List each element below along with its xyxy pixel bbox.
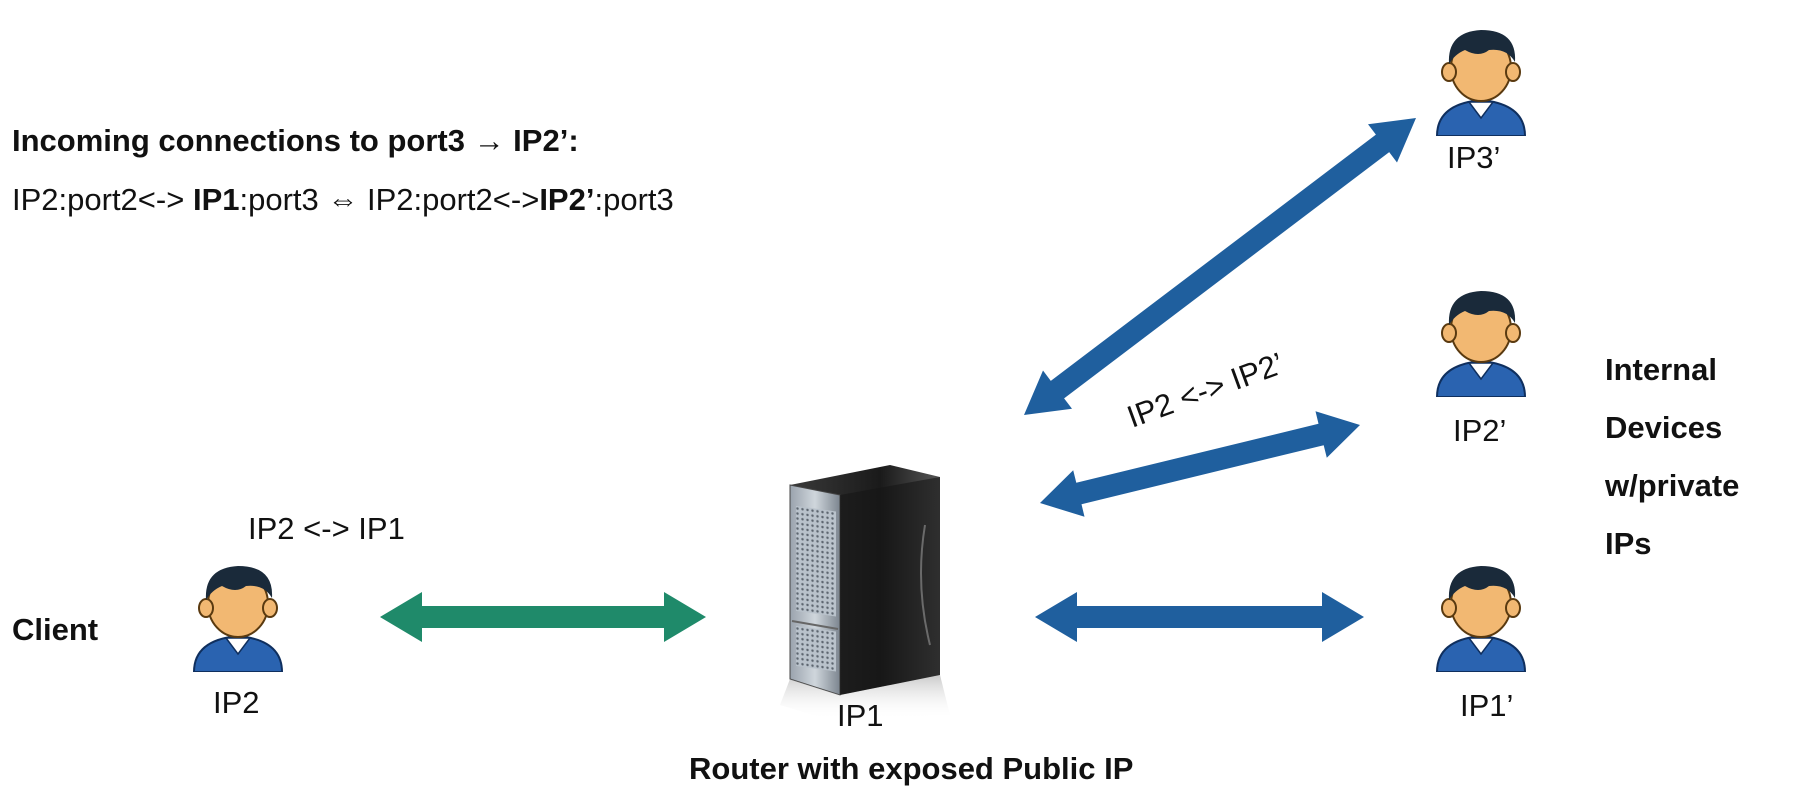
internal-devices-label-3: w/private	[1605, 468, 1740, 503]
client-link-arrow	[380, 592, 706, 642]
internal-devices-label-4: IPs	[1605, 526, 1652, 561]
header-title: Incoming connections to port3 → IP2’:	[12, 123, 579, 158]
internal-devices-label-1: Internal	[1605, 352, 1717, 387]
mapping-part: :port3 ⇔ IP2:port2<->	[239, 182, 540, 217]
user-icon	[193, 565, 283, 672]
ip2-label: IP2	[213, 685, 260, 720]
mapping-part: :port3	[594, 182, 674, 217]
mapping-part: IP1	[192, 182, 240, 217]
server-icon	[780, 465, 950, 720]
client-link-label: IP2 <-> IP1	[248, 511, 405, 546]
ip2p-link-arrow	[1040, 411, 1360, 517]
ip2p-label: IP2’	[1453, 413, 1507, 448]
client-label: Client	[12, 612, 99, 647]
ip1p-label: IP1’	[1460, 688, 1514, 723]
user-icon	[1436, 565, 1526, 672]
ip1-label: IP1	[837, 698, 884, 733]
user-icon	[1436, 290, 1526, 397]
header-mapping: IP2:port2<-> IP1:port3 ⇔ IP2:port2<->IP2…	[12, 184, 674, 215]
internal-devices-label-2: Devices	[1605, 410, 1723, 445]
ip3p-link-arrow	[1024, 118, 1416, 415]
ip3p-label: IP3’	[1447, 140, 1501, 175]
mapping-part: IP2’	[539, 182, 595, 217]
ip1p-link-arrow	[1035, 592, 1364, 642]
user-icon	[1436, 29, 1526, 136]
mapping-part: IP2:port2<->	[12, 182, 193, 217]
router-label: Router with exposed Public IP	[689, 751, 1134, 786]
internal-link-label: IP2 <-> IP2’	[1122, 346, 1288, 435]
